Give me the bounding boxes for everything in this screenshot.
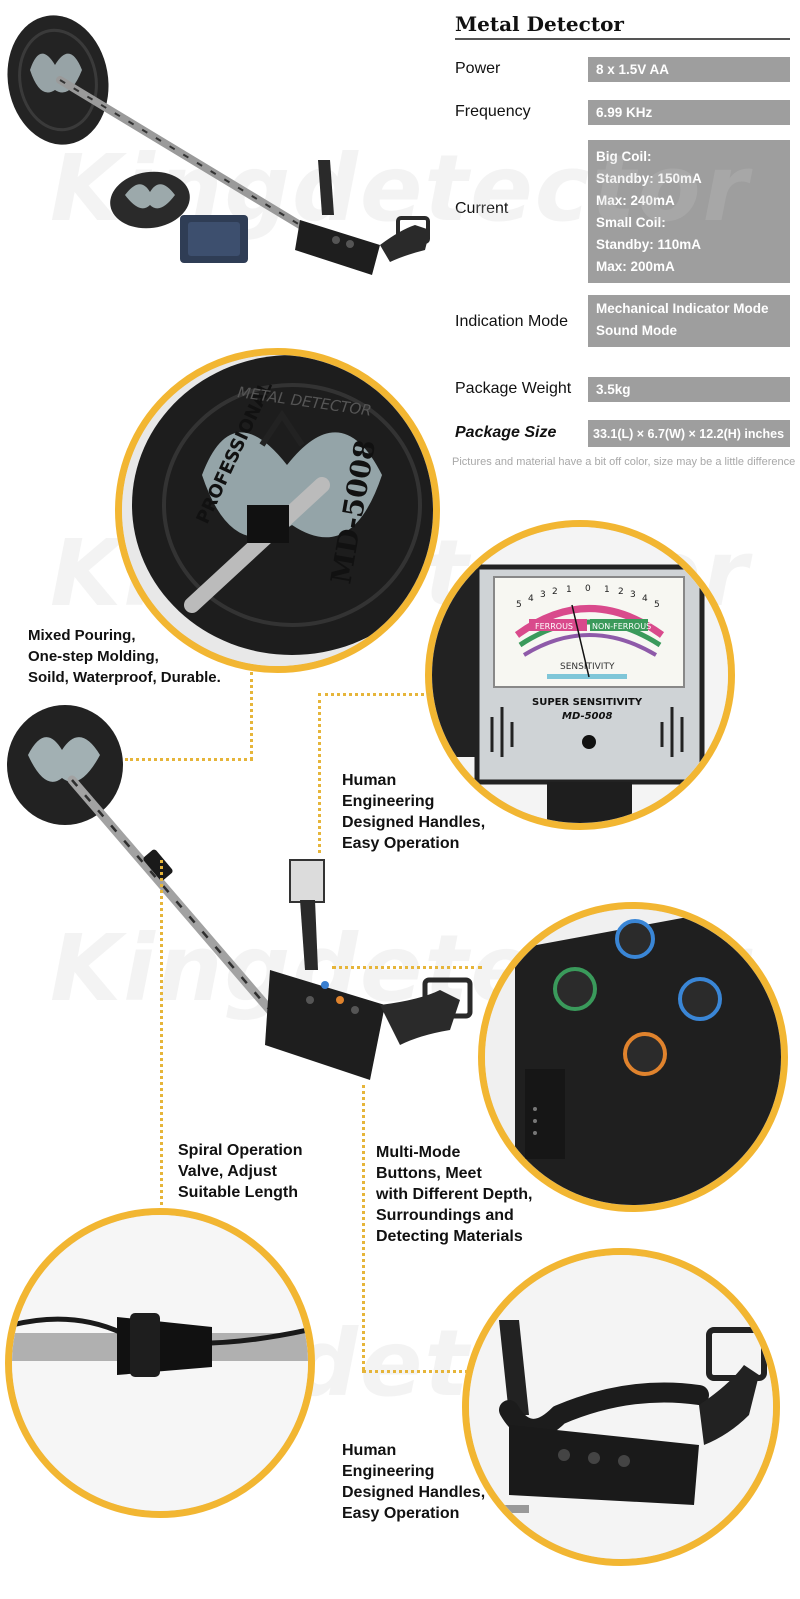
callout-handle-line: Designed Handles,	[342, 814, 486, 831]
spec-value-indication-mode: Mechanical Indicator Mode Sound Mode	[588, 295, 790, 347]
spec-label-package-size: Package Size	[455, 424, 557, 441]
spec-value-power: 8 x 1.5V AA	[588, 57, 790, 82]
spec-value-package-size: 33.1(L) × 6.7(W) × 12.2(H) inches	[588, 420, 790, 447]
connector-line	[332, 966, 482, 969]
callout-handle-line: Engineering	[342, 793, 435, 810]
connector-line	[318, 693, 430, 696]
connector-line	[160, 860, 163, 1205]
callout-handle-top: Human Engineering Designed Handles, Easy…	[342, 770, 485, 854]
meter-scale-label: 4	[528, 594, 534, 604]
spiral-closeup-circle	[5, 1208, 315, 1518]
spec-current-line: Standby: 150mA	[596, 171, 702, 186]
callout-buttons-line: Detecting Materials	[376, 1228, 523, 1245]
spec-indication-line: Sound Mode	[596, 323, 677, 338]
meter-sensitivity-label: SENSITIVITY	[560, 662, 615, 672]
spec-title: Metal Detector	[455, 12, 624, 36]
coil-closeup-circle: PROFESSIONAL MD-5008 METAL DETECTOR	[115, 348, 440, 673]
callout-coil-line: Soild, Waterproof, Durable.	[28, 669, 221, 686]
callout-buttons-line: Multi-Mode	[376, 1144, 461, 1161]
connector-line	[362, 1370, 482, 1373]
callout-handle-line: Easy Operation	[342, 1505, 460, 1522]
meter-scale-label: 1	[604, 585, 610, 595]
spec-label-frequency: Frequency	[455, 103, 531, 120]
meter-closeup-circle: FERROUS NON-FERROUS 5 4 3 2 1 0 1 2 3 4 …	[425, 520, 735, 830]
meter-nonferrous-label: NON-FERROUS	[592, 622, 651, 631]
spec-current-line: Max: 200mA	[596, 259, 675, 274]
callout-coil: Mixed Pouring, One-step Molding, Soild, …	[28, 625, 221, 688]
callout-buttons: Multi-Mode Buttons, Meet with Different …	[376, 1142, 532, 1247]
callout-handle-line: Human	[342, 772, 397, 789]
callout-handle-line: Engineering	[342, 1463, 435, 1480]
callout-handle-line: Easy Operation	[342, 835, 460, 852]
spec-indication-line: Mechanical Indicator Mode	[596, 301, 769, 316]
meter-scale-label: 2	[618, 587, 624, 597]
connector-line	[125, 758, 253, 761]
spec-label-indication-mode: Indication Mode	[455, 313, 568, 330]
spec-current-line: Max: 240mA	[596, 193, 675, 208]
spec-disclaimer: Pictures and material have a bit off col…	[452, 456, 796, 468]
meter-scale-label: 4	[642, 594, 648, 604]
callout-spiral-line: Valve, Adjust	[178, 1163, 277, 1180]
callout-buttons-line: Buttons, Meet	[376, 1165, 482, 1182]
buttons-closeup-circle	[478, 902, 788, 1212]
spec-label-power: Power	[455, 60, 501, 77]
callout-coil-line: One-step Molding,	[28, 648, 159, 665]
meter-scale-label: 0	[585, 584, 591, 594]
spec-value-current: Big Coil: Standby: 150mA Max: 240mA Smal…	[588, 140, 790, 283]
meter-scale-label: 5	[516, 600, 522, 610]
meter-scale-label: 2	[552, 587, 558, 597]
handle-closeup-circle	[462, 1248, 780, 1566]
connector-line	[318, 693, 321, 853]
connector-line	[250, 672, 253, 760]
product-image-full-kit	[7, 15, 430, 275]
callout-spiral: Spiral Operation Valve, Adjust Suitable …	[178, 1140, 302, 1203]
connector-line	[362, 1085, 365, 1370]
meter-model-label: MD-5008	[562, 711, 612, 722]
meter-scale-label: 3	[630, 590, 636, 600]
meter-scale-label: 1	[566, 585, 572, 595]
callout-buttons-line: Surroundings and	[376, 1207, 514, 1224]
callout-handle-line: Human	[342, 1442, 397, 1459]
spec-title-underline	[455, 38, 790, 40]
meter-scale-label: 3	[540, 590, 546, 600]
spec-current-line: Small Coil:	[596, 215, 666, 230]
callout-coil-line: Mixed Pouring,	[28, 627, 136, 644]
spec-label-current: Current	[455, 200, 509, 217]
meter-super-sensitivity-label: SUPER SENSITIVITY	[532, 697, 643, 708]
spec-current-line: Standby: 110mA	[596, 237, 702, 252]
callout-spiral-line: Suitable Length	[178, 1184, 298, 1201]
spec-value-frequency: 6.99 KHz	[588, 100, 790, 125]
product-image-detector	[7, 705, 473, 1080]
callout-buttons-line: with Different Depth,	[376, 1186, 533, 1203]
callout-handle-line: Designed Handles,	[342, 1484, 486, 1501]
callout-spiral-line: Spiral Operation	[178, 1142, 303, 1159]
meter-scale-label: 5	[654, 600, 660, 610]
meter-ferrous-label: FERROUS	[535, 622, 573, 631]
callout-handle-bottom: Human Engineering Designed Handles, Easy…	[342, 1440, 485, 1524]
spec-label-package-weight: Package Weight	[455, 380, 572, 397]
spec-current-line: Big Coil:	[596, 149, 652, 164]
spec-value-package-weight: 3.5kg	[588, 377, 790, 402]
